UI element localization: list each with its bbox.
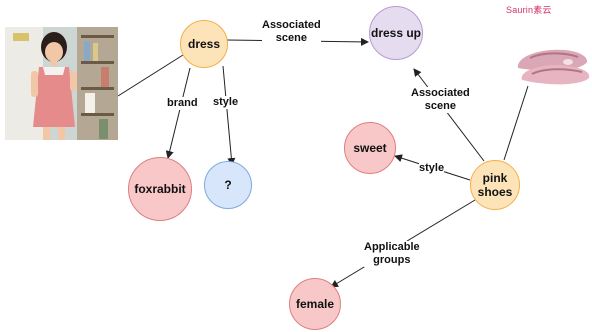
girl-in-dress-photo bbox=[5, 27, 118, 140]
edge-label-dress-style: style bbox=[213, 96, 239, 109]
edge-label-dress-scene: Associated scene bbox=[262, 19, 321, 45]
pink-shoes-photo bbox=[517, 49, 590, 85]
node-female: female bbox=[289, 278, 341, 330]
node-pink-shoes: pink shoes bbox=[470, 160, 520, 210]
edge-label-groups: Applicable groups bbox=[364, 241, 420, 267]
node-foxrabbit: foxrabbit bbox=[128, 157, 192, 221]
brand-logo: Saurin素云 bbox=[506, 5, 552, 15]
edge-label-shoes-scene: Associated scene bbox=[411, 87, 470, 113]
edge-label-brand: brand bbox=[167, 97, 198, 110]
edge-dress-style bbox=[222, 65, 236, 166]
node-unknown-style: ? bbox=[204, 161, 252, 209]
node-dress: dress bbox=[180, 20, 228, 68]
edge-shoes-photo bbox=[503, 85, 529, 161]
node-sweet: sweet bbox=[344, 122, 396, 174]
edge-shoes-scene bbox=[413, 68, 485, 162]
edge-label-shoes-style: style bbox=[419, 162, 445, 175]
edge-dress-brand bbox=[165, 67, 191, 159]
edge-photo-dress bbox=[117, 54, 184, 97]
node-dress-up: dress up bbox=[369, 6, 423, 60]
